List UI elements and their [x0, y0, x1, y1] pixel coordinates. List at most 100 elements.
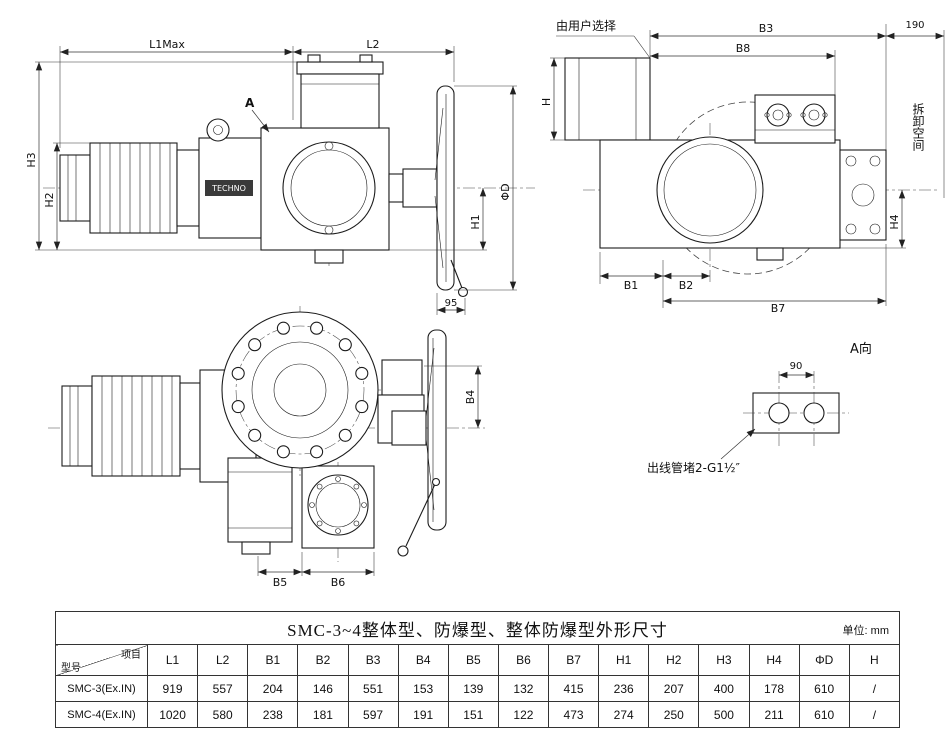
dim-label-b5: B5 — [273, 576, 288, 589]
dim-label-h4: H4 — [888, 214, 901, 229]
dim-label-b4: B4 — [464, 390, 477, 405]
table-row-smc4: SMC-4(Ex.IN) 1020 580 238 181 597 191 15… — [55, 701, 901, 728]
dim-label-95: 95 — [445, 298, 458, 309]
col-header-l1: L1 — [146, 644, 199, 676]
dimension-table: SMC-3~4整体型、防爆型、整体防爆型外形尺寸 单位: mm 项目 型号 L1… — [55, 611, 901, 728]
col-header-b2: B2 — [297, 644, 349, 676]
dimension-annotations: B4 B5 B6 — [257, 365, 482, 589]
col-header-l2: L2 — [197, 644, 249, 676]
dimension-annotations: L1Max L2 A H3 H2 H1 ΦD 95 — [25, 38, 517, 315]
value-cell: 139 — [447, 675, 499, 702]
value-cell: 151 — [447, 701, 499, 728]
value-cell: 1020 — [146, 701, 199, 728]
table-title: SMC-3~4整体型、防爆型、整体防爆型外形尺寸 — [287, 620, 668, 640]
dimension-annotations: 90 出线管堵2-G1½″ — [647, 361, 814, 475]
dim-label-h: H — [540, 98, 553, 106]
bolt-circle — [235, 325, 365, 455]
motor-assembly — [61, 369, 257, 483]
dim-label-h1: H1 — [469, 214, 482, 229]
value-cell: 238 — [247, 701, 299, 728]
value-cell: / — [848, 701, 901, 728]
value-cell: 610 — [798, 675, 850, 702]
lifting-lug — [206, 118, 230, 142]
handwheel-hub — [391, 410, 427, 446]
side-compartment — [227, 457, 293, 555]
dimension-annotations: 由用户选择 B3 190 拆卸空间 B8 H H4 B1 — [540, 18, 945, 313]
value-cell: 557 — [197, 675, 249, 702]
note-user-choice: 由用户选择 — [556, 18, 616, 33]
col-header-h4: H4 — [748, 644, 800, 676]
mounting-bracket — [564, 57, 651, 141]
col-header-b7: B7 — [547, 644, 600, 676]
col-header-phi-d: ΦD — [798, 644, 850, 676]
table-corner-cell: 项目 型号 — [55, 644, 148, 676]
col-header-b6: B6 — [497, 644, 550, 676]
conduit-plate — [743, 371, 849, 447]
plan-view: 由用户选择 B3 190 拆卸空间 B8 H H4 B1 — [540, 18, 945, 313]
view-a-title: A向 — [850, 341, 872, 357]
round-cover — [307, 474, 369, 536]
round-cover-compartment — [301, 465, 375, 549]
dim-label-b2: B2 — [679, 279, 694, 292]
dim-label-b3: B3 — [759, 22, 774, 35]
gear-housing — [260, 54, 390, 264]
value-cell: 122 — [497, 701, 550, 728]
value-cell: 610 — [798, 701, 850, 728]
crank-handle — [405, 481, 437, 547]
view-a: A向 90 出线管堵2-G1½″ — [647, 341, 872, 475]
handwheel-hub — [402, 168, 438, 208]
value-cell: 236 — [598, 675, 650, 702]
conduit-hole — [768, 402, 790, 424]
cable-gland — [802, 103, 826, 127]
model-cell: SMC-3(Ex.IN) — [55, 675, 148, 702]
table-title-row: SMC-3~4整体型、防爆型、整体防爆型外形尺寸 单位: mm — [55, 611, 900, 645]
col-header-b1: B1 — [247, 644, 299, 676]
corner-model-label: 型号 — [61, 663, 81, 674]
handwheel-rim — [427, 329, 447, 531]
col-header-b4: B4 — [397, 644, 449, 676]
dim-label-l2: L2 — [366, 38, 379, 51]
handwheel-rim — [436, 85, 455, 291]
value-cell: 153 — [397, 675, 449, 702]
value-cell: 207 — [648, 675, 700, 702]
bottom-stem — [314, 249, 344, 264]
value-cell: 181 — [297, 701, 349, 728]
handwheel — [388, 85, 469, 298]
table-title-cell: SMC-3~4整体型、防爆型、整体防爆型外形尺寸 单位: mm — [55, 611, 900, 645]
terminal-box — [754, 94, 836, 144]
dim-label-h2: H2 — [43, 192, 56, 207]
actuator-body — [599, 136, 841, 261]
value-cell: 597 — [347, 701, 399, 728]
handwheel — [391, 329, 447, 557]
crank-handle — [450, 259, 463, 289]
value-cell: 250 — [648, 701, 700, 728]
value-cell: / — [848, 675, 901, 702]
dim-label-l1max: L1Max — [149, 38, 185, 51]
col-header-h2: H2 — [648, 644, 700, 676]
value-cell: 274 — [598, 701, 650, 728]
col-header-h1: H1 — [598, 644, 650, 676]
value-cell: 500 — [698, 701, 750, 728]
value-cell: 146 — [297, 675, 349, 702]
dim-label-b1: B1 — [624, 279, 639, 292]
value-cell: 132 — [497, 675, 550, 702]
col-header-b3: B3 — [347, 644, 399, 676]
motor-assembly: TECHNO — [59, 137, 262, 239]
value-cell: 211 — [748, 701, 800, 728]
value-cell: 400 — [698, 675, 750, 702]
brand-label: TECHNO — [211, 184, 246, 193]
terminal-box — [300, 73, 380, 129]
table-row-smc3: SMC-3(Ex.IN) 919 557 204 146 551 153 139… — [55, 675, 901, 702]
corner-item-label: 项目 — [121, 650, 141, 661]
side-view: TECHNO — [25, 38, 535, 315]
section-label-a: A — [245, 96, 255, 110]
dim-label-b8: B8 — [736, 42, 751, 55]
dim-label-b6: B6 — [331, 576, 346, 589]
body-foot — [756, 247, 784, 261]
cable-gland — [766, 103, 790, 127]
conduit-hole — [803, 402, 825, 424]
value-cell: 919 — [146, 675, 199, 702]
unit-label: 单位: mm — [842, 625, 889, 637]
motor-end — [839, 149, 887, 241]
